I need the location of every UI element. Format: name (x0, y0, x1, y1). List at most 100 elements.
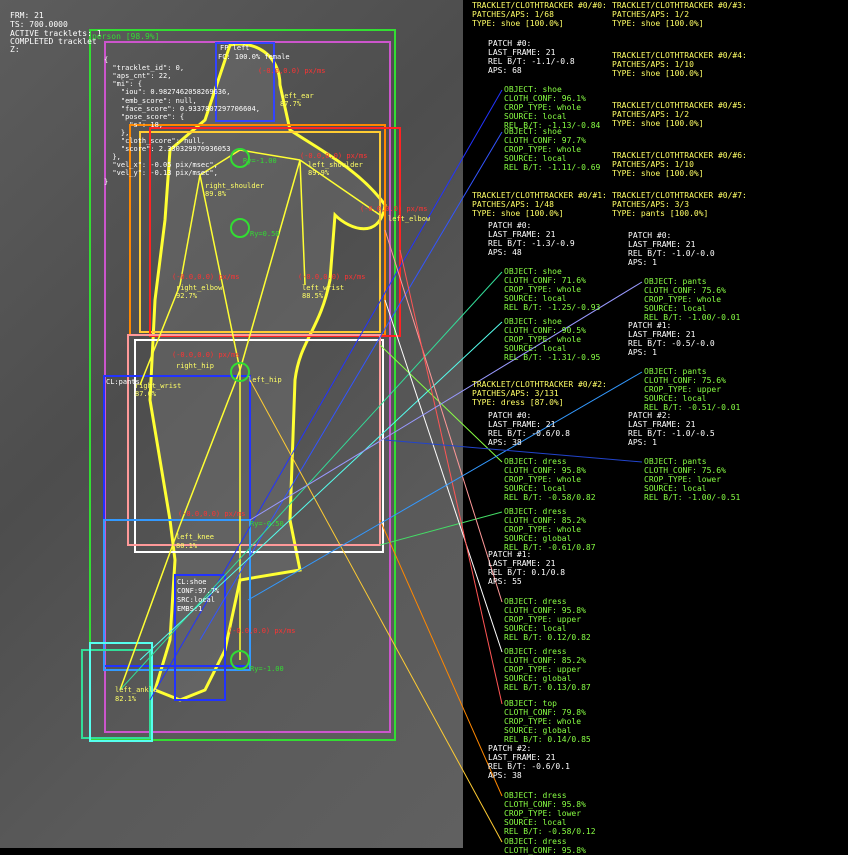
object-line: REL B/T: -0.58/0.12 (504, 826, 596, 836)
object-line: REL B/T: 0.14/0.85 (504, 734, 591, 744)
object-line: CROP_TYPE: whole (504, 716, 582, 726)
ry-low: Ry=-0.50 (250, 520, 284, 528)
patch-line: PATCH #2: (628, 411, 672, 420)
tracker-header-line: TYPE: pants [100.0%] (612, 208, 709, 218)
shoe-class: CL:shoe (177, 578, 207, 586)
association-line (199, 131, 503, 641)
patch-line: LAST_FRAME: 21 (488, 419, 556, 429)
patch-line: REL B/T: -1.1/-0.8 (488, 56, 575, 66)
object-line: CLOTH_CONF: 96.1% (504, 93, 586, 103)
patch-line: APS: 68 (488, 65, 522, 75)
patch-line: PATCH #2: (488, 744, 532, 753)
object-line: REL B/T: -1.13/-0.84 (504, 120, 601, 130)
json-line: "vel_y": -0.13 pix/msec", (104, 169, 218, 178)
patch-line: APS: 38 (488, 437, 522, 447)
object-line: REL B/T: 0.12/0.82 (504, 632, 591, 642)
json-line: "s": 18, (104, 120, 164, 129)
object-line: SOURCE: local (504, 343, 567, 353)
object-line: OBJECT: shoe (504, 85, 562, 94)
object-line: CROP_TYPE: whole (504, 144, 582, 154)
object-line: CLOTH_CONF: 95.8% (504, 799, 586, 809)
patch-line: REL B/T: 0.1/0.8 (488, 567, 566, 577)
object-line: CROP_TYPE: whole (504, 284, 582, 294)
shoe-box-2 (81, 649, 151, 739)
velocity-top: (-0.0,0.0) px/ms (258, 67, 326, 75)
velocity-shoulder: (-0.0,0.0) px/ms (300, 152, 368, 160)
json-line: "cloth_score": null, (104, 137, 206, 145)
object-line: REL B/T: 0.13/0.87 (504, 682, 591, 692)
object-line: OBJECT: top (504, 699, 557, 708)
association-line (149, 89, 503, 701)
object-line: SOURCE: global (504, 725, 572, 735)
association-line (249, 379, 503, 843)
person-label: person [98.9%] (92, 32, 160, 41)
hud-z: Z: (10, 45, 20, 54)
upper-box-yellow (139, 131, 381, 333)
object-line: CLOTH_CONF: 75.6% (644, 465, 726, 475)
pants-class: CL:pants (106, 378, 140, 386)
velocity-elbow: (-0.0,0.0) px/ms (172, 273, 240, 281)
shoe-box-1 (174, 574, 226, 701)
association-line (249, 281, 643, 521)
patch-line: PATCH #0: (488, 39, 532, 48)
object-line: SOURCE: local (504, 293, 567, 303)
tracker-header-line: TYPE: shoe [100.0%] (612, 118, 704, 128)
json-line: "face_score": 0.9337807297706604, (104, 104, 260, 113)
patch-line: LAST_FRAME: 21 (488, 47, 556, 57)
left-elbow-label: left_elbow (388, 215, 431, 223)
velocity-hip: (-0.0,0.0) px/ms (172, 351, 240, 359)
right-elbow-conf: 92.7% (176, 292, 198, 300)
association-line (384, 439, 643, 463)
object-line: CLOTH_CONF: 90.5% (504, 325, 586, 335)
json-line: }, (104, 128, 130, 137)
object-line: REL B/T: -0.61/0.87 (504, 542, 596, 552)
patch-line: APS: 1 (628, 257, 657, 267)
object-line: REL B/T: -1.11/-0.69 (504, 162, 601, 172)
object-line: OBJECT: shoe (504, 267, 562, 276)
dress-box-pink (127, 334, 381, 546)
object-line: CLOTH_CONF: 95.8% (504, 465, 586, 475)
association-line (247, 371, 643, 601)
tracker-header-line: TYPE: shoe [100.0%] (472, 208, 564, 218)
object-line: OBJECT: dress (504, 507, 567, 516)
json-line: "aps_cnt": 22, (104, 72, 172, 81)
ry-ankle: Ry=-1.00 (250, 665, 284, 673)
object-line: OBJECT: shoe (504, 317, 562, 326)
right-shoulder-conf: 89.8% (205, 190, 227, 198)
association-lines (119, 89, 643, 843)
patch-line: REL B/T: -1.0/-0.5 (628, 428, 715, 438)
patch-line: LAST_FRAME: 21 (628, 239, 696, 249)
patch-line: APS: 55 (488, 576, 522, 586)
object-line: SOURCE: local (504, 817, 567, 827)
tracker-header-line: TRACKLET/CLOTHTRACKER #0/#7: (612, 191, 747, 200)
left-wrist-label: left_wrist (302, 284, 345, 292)
json-line: { (104, 56, 109, 64)
velocity-wrist: (-0.0,0.0) px/ms (298, 273, 366, 281)
left-shoulder-label: left_shoulder (308, 161, 363, 169)
tracker-header-line: TRACKLET/CLOTHTRACKER #0/#0: (472, 1, 607, 10)
shoe-source: SRC:local (177, 596, 215, 604)
patch-line: APS: 38 (488, 770, 522, 780)
tracker-header-line: TRACKLET/CLOTHTRACKER #0/#3: (612, 1, 747, 10)
object-line: CLOTH_CONF: 85.2% (504, 515, 586, 525)
object-line: SOURCE: local (644, 303, 707, 313)
object-line: CLOTH_CONF: 75.6% (644, 375, 726, 385)
object-line: CROP_TYPE: whole (644, 294, 722, 304)
object-line: CLOTH_CONF: 95.8% (504, 845, 586, 855)
object-line: CLOTH_CONF: 79.8% (504, 707, 586, 717)
association-line (119, 271, 503, 691)
tracker-header-line: PATCHES/APS: 1/68 (472, 9, 554, 19)
object-line: CROP_TYPE: upper (644, 384, 722, 394)
object-line: CROP_TYPE: whole (504, 334, 582, 344)
left-ankle-label: left_ankle (115, 686, 158, 694)
pose-skeleton (119, 149, 381, 691)
velocity-elbow-left: (-0.0,0.0) px/ms (360, 205, 428, 213)
object-line: REL B/T: -1.31/-0.95 (504, 352, 601, 362)
patch-line: PATCH #1: (628, 321, 672, 330)
patch-line: REL B/T: -0.6/0.8 (488, 428, 570, 438)
hud-timestamp: TS: 700.0000 (10, 20, 68, 29)
json-line: "vel_x": -0.05 pix/msec", (104, 161, 218, 170)
patch-line: LAST_FRAME: 21 (628, 329, 696, 339)
hud-frame: FRM: 21 (10, 11, 44, 20)
